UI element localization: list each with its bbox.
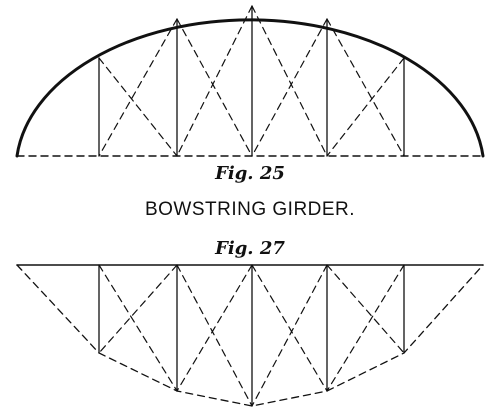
bowstring-girder-truss — [15, 5, 485, 158]
figure-25-label: Fig. 25 — [215, 163, 285, 184]
diagonal-members — [98, 264, 405, 407]
figure-27-label: Fig. 27 — [215, 238, 285, 259]
bottom-polygon-chord — [16, 264, 484, 407]
diagonal-members — [98, 5, 405, 157]
vertical-members — [98, 5, 405, 157]
vertical-members — [98, 264, 405, 407]
diagram-title: BOWSTRING GIRDER. — [144, 199, 356, 220]
bowstring-arch — [15, 18, 485, 158]
fish-bellied-girder-truss — [16, 264, 484, 407]
